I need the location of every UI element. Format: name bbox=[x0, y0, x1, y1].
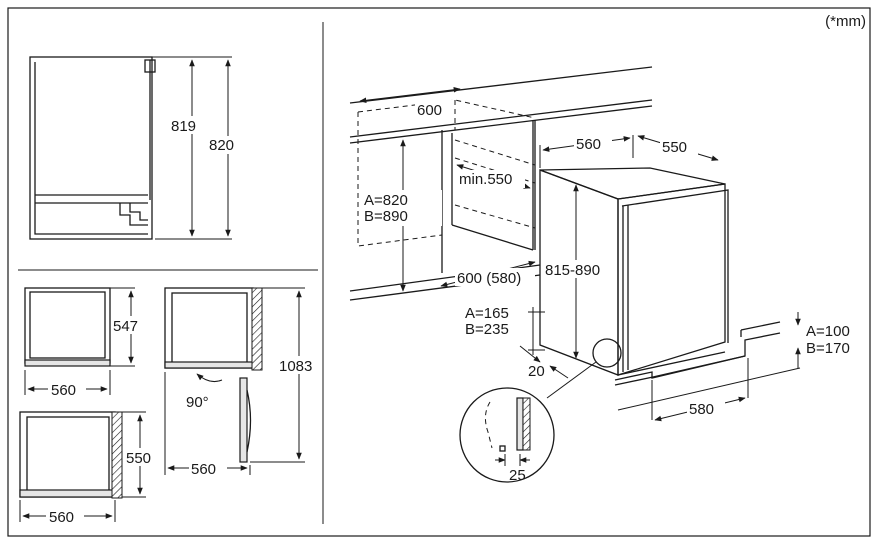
label-toe-a: A=165 bbox=[465, 305, 509, 322]
label-toe-b: B=235 bbox=[465, 321, 509, 338]
label-560-a: 560 bbox=[51, 382, 76, 399]
unit-note: (*mm) bbox=[825, 13, 866, 30]
label-580: 580 bbox=[689, 401, 714, 418]
label-550-appliance: 550 bbox=[662, 139, 687, 156]
top-view-c: 90° 1083 560 bbox=[164, 287, 320, 478]
label-600-width: 600 bbox=[417, 102, 442, 119]
diagram-frame bbox=[7, 7, 871, 537]
installation-view: 600 min.550 A=820 B=890 600 (580) 560 55… bbox=[349, 66, 850, 484]
detail-circle bbox=[459, 387, 555, 483]
label-550: 550 bbox=[126, 450, 151, 467]
label-560-appliance: 560 bbox=[576, 136, 601, 153]
label-560-c: 560 bbox=[191, 461, 216, 478]
top-view-a: 547 560 bbox=[24, 287, 150, 399]
label-25: 25 bbox=[509, 467, 526, 484]
label-niche-a: A=820 bbox=[364, 192, 408, 209]
front-view-cabinet bbox=[29, 56, 153, 240]
label-820: 820 bbox=[209, 137, 234, 154]
label-819: 819 bbox=[171, 118, 196, 135]
label-560-b: 560 bbox=[49, 509, 74, 526]
top-view-b: 550 560 bbox=[19, 411, 162, 526]
label-815-890: 815-890 bbox=[545, 262, 600, 279]
label-niche-b: B=890 bbox=[364, 208, 408, 225]
label-20: 20 bbox=[528, 363, 545, 380]
label-plinth-a: A=100 bbox=[806, 323, 850, 340]
label-547: 547 bbox=[113, 318, 138, 335]
label-1083: 1083 bbox=[279, 358, 312, 375]
label-plinth-b: B=170 bbox=[806, 340, 850, 357]
label-90deg: 90° bbox=[186, 394, 209, 411]
front-view: 819 820 bbox=[29, 56, 247, 240]
label-600-580: 600 (580) bbox=[457, 270, 521, 287]
label-min550: min.550 bbox=[459, 171, 512, 188]
